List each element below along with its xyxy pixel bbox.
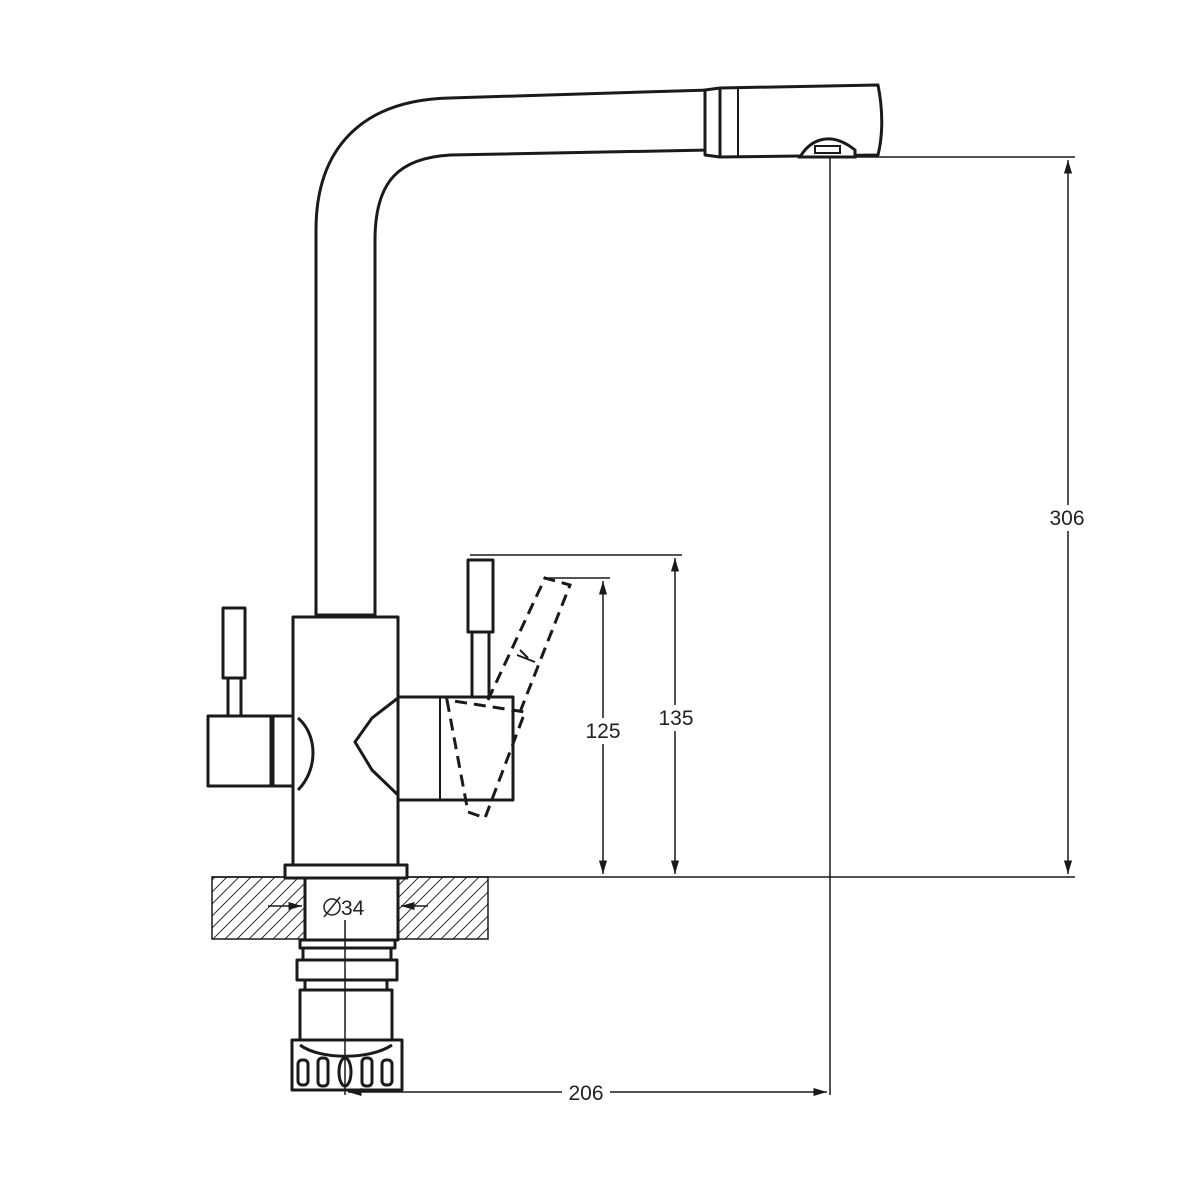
dimension-206-label: 206 <box>568 1082 603 1105</box>
mounting-assembly <box>283 863 409 1092</box>
dimension-135-label: 135 <box>658 707 693 730</box>
dimension-306-label: 306 <box>1049 507 1084 530</box>
diameter-value: 34 <box>341 897 365 920</box>
diameter-label: 34 <box>323 896 365 920</box>
right-lever <box>396 558 573 820</box>
spout <box>314 83 884 617</box>
diameter-icon <box>323 898 341 916</box>
left-lever <box>206 606 295 788</box>
faucet-body <box>291 615 400 867</box>
dimension-125-label: 125 <box>585 720 620 743</box>
